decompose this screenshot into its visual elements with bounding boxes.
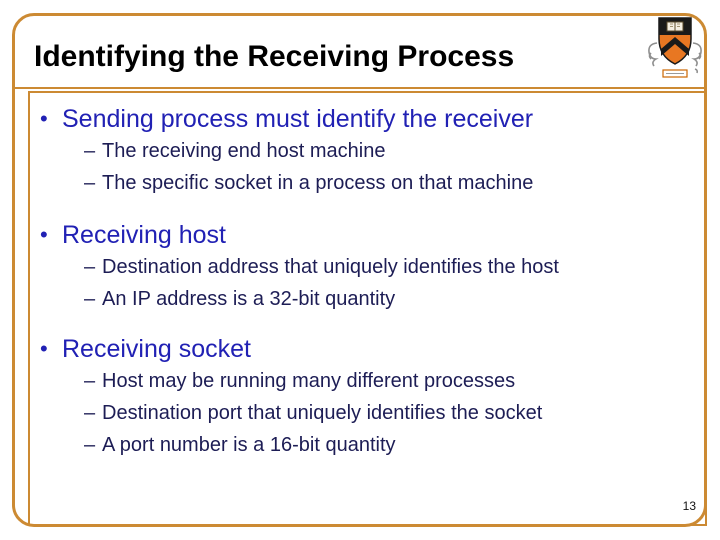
- slide-body: • Sending process must identify the rece…: [40, 104, 690, 466]
- bullet-heading-text: Receiving host: [62, 221, 226, 249]
- book-glyph: [666, 21, 684, 32]
- dash-marker: –: [84, 140, 96, 162]
- sub-bullet-text: A port number is a 16-bit quantity: [102, 434, 396, 456]
- sub-bullet: – The receiving end host machine: [84, 140, 690, 162]
- princeton-shield-icon: [648, 17, 702, 78]
- slide-title: Identifying the Receiving Process: [34, 40, 515, 73]
- sub-bullet-text: The receiving end host machine: [102, 140, 386, 162]
- page-number: 13: [682, 499, 696, 513]
- sub-bullet-text: The specific socket in a process on that…: [102, 172, 534, 194]
- bullet-marker: •: [40, 106, 48, 131]
- bullet-heading-text: Sending process must identify the receiv…: [62, 105, 534, 133]
- sub-bullet: – Destination address that uniquely iden…: [84, 256, 690, 278]
- dash-marker: –: [84, 172, 96, 194]
- content-frame: [28, 91, 707, 526]
- sub-bullet: – An IP address is a 32-bit quantity: [84, 288, 690, 310]
- dash-marker: –: [84, 434, 96, 456]
- sub-bullet: – A port number is a 16-bit quantity: [84, 434, 690, 456]
- dash-marker: –: [84, 288, 96, 310]
- sub-bullet-group: – Host may be running many different pro…: [40, 370, 690, 456]
- sub-bullet-text: Host may be running many different proce…: [102, 370, 516, 392]
- bullet-heading: • Sending process must identify the rece…: [40, 104, 690, 134]
- sub-bullet: – Destination port that uniquely identif…: [84, 402, 690, 424]
- sub-bullet-group: – The receiving end host machine – The s…: [40, 140, 690, 194]
- bullet-heading: • Receiving host: [40, 220, 690, 250]
- title-divider-line: [15, 87, 706, 89]
- dash-marker: –: [84, 402, 96, 424]
- sub-bullet-text: Destination port that uniquely identifie…: [102, 402, 543, 424]
- dash-marker: –: [84, 370, 96, 392]
- sub-bullet-group: – Destination address that uniquely iden…: [40, 256, 690, 310]
- dash-marker: –: [84, 256, 96, 278]
- sub-bullet: – Host may be running many different pro…: [84, 370, 690, 392]
- bullet-heading-text: Receiving socket: [62, 335, 251, 363]
- sub-bullet-text: An IP address is a 32-bit quantity: [102, 288, 396, 310]
- sub-bullet: – The specific socket in a process on th…: [84, 172, 690, 194]
- bullet-marker: •: [40, 336, 48, 361]
- bullet-marker: •: [40, 222, 48, 247]
- bullet-heading: • Receiving socket: [40, 334, 690, 364]
- sub-bullet-text: Destination address that uniquely identi…: [102, 256, 559, 278]
